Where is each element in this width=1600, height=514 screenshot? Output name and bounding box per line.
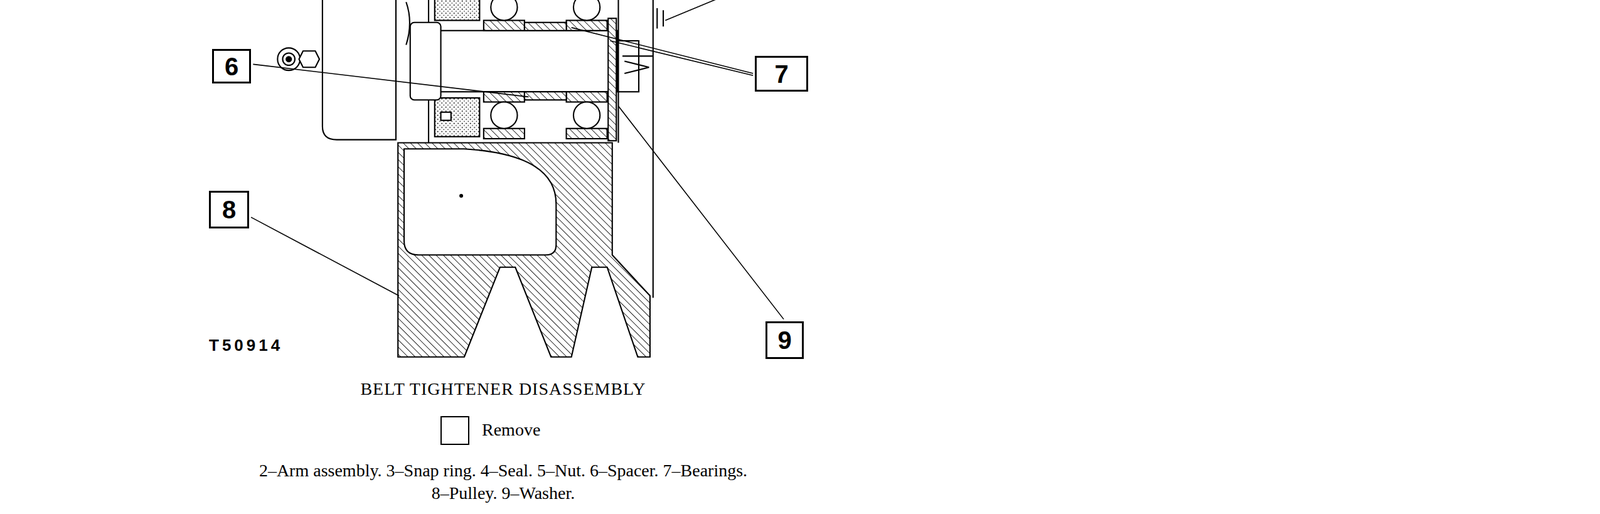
bearing-race <box>566 91 608 102</box>
legend-text: Remove <box>481 419 541 440</box>
callout-box: 7 <box>754 55 809 92</box>
bearing-ball <box>490 0 518 21</box>
figure-title: BELT TIGHTENER DISASSEMBLY <box>360 378 646 399</box>
leader-line <box>252 64 529 97</box>
legend-swatch <box>440 416 470 445</box>
figure-number: T50914 <box>208 335 283 355</box>
bearing-race <box>483 128 525 139</box>
leader-line <box>618 106 784 320</box>
seal <box>434 97 480 137</box>
bearing-race <box>566 128 608 139</box>
callout-number: 9 <box>777 327 792 353</box>
arm-edge <box>405 1 410 45</box>
eye-bolt-inner <box>282 53 295 66</box>
leader-line <box>571 27 753 76</box>
pocket-dot <box>459 194 463 198</box>
bearing-ball <box>490 102 518 129</box>
housing <box>428 0 654 299</box>
callout-box: 8 <box>208 190 250 229</box>
callout-number: 8 <box>222 197 236 223</box>
eye-bolt <box>277 47 300 71</box>
seal-lip <box>441 112 452 121</box>
callout-number: 6 <box>224 53 239 80</box>
bearing-ball <box>573 102 600 129</box>
spacer <box>524 91 567 100</box>
bearing-race <box>483 20 525 31</box>
nut <box>618 40 640 92</box>
callout-number: 7 <box>774 61 789 87</box>
bearing-ball <box>573 0 600 21</box>
cotter-pin <box>622 8 664 74</box>
spacer <box>524 22 567 31</box>
shaft-head <box>410 22 442 101</box>
leader-line <box>250 217 400 296</box>
seal <box>434 0 480 21</box>
bolt-hex <box>298 50 320 68</box>
shaft <box>438 30 618 93</box>
arm-body <box>322 0 396 140</box>
bearing-race <box>483 91 525 102</box>
eye-bolt-center <box>286 56 292 62</box>
leader-line <box>665 0 720 21</box>
figure-caption: 2–Arm assembly. 3–Snap ring. 4–Seal. 5–N… <box>258 459 748 505</box>
pulley-section <box>397 143 651 358</box>
callout-box: 6 <box>212 48 251 84</box>
callout-box: 9 <box>765 321 804 359</box>
bearing-race <box>566 20 608 31</box>
